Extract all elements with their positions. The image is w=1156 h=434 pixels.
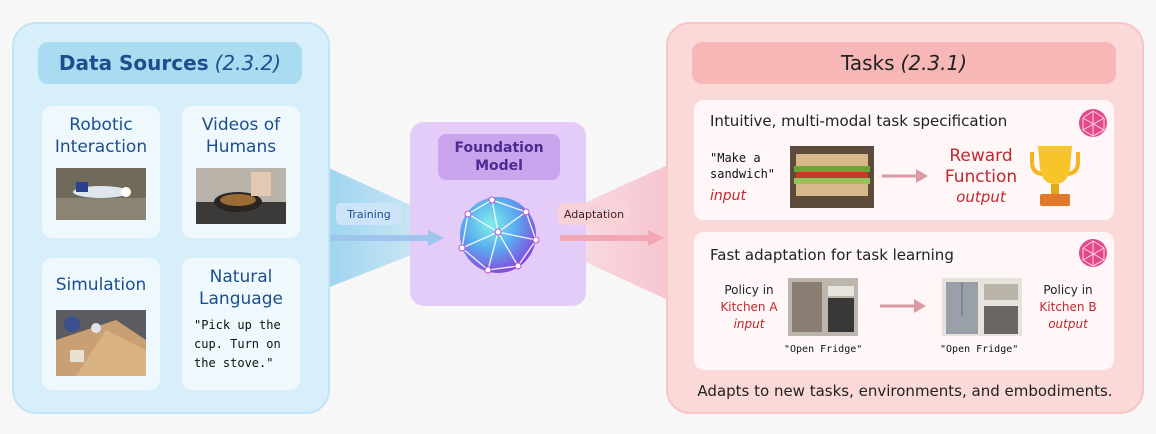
training-arrow-icon	[330, 230, 444, 246]
spec-arrow-icon	[882, 169, 928, 183]
robotic-interaction-card: Robotic Interaction	[42, 106, 160, 238]
task-spec-heading: Intuitive, multi-modal task specificatio…	[710, 112, 1008, 130]
foundation-model-badge-icon	[1079, 109, 1107, 137]
data-sources-title-text: Data Sources	[58, 51, 209, 75]
natural-language-card: Natural Language "Pick up the cup. Turn …	[182, 258, 300, 390]
simulation-card: Simulation	[42, 258, 160, 390]
reward-function-line: Function	[944, 167, 1018, 187]
robot-arm-photo	[56, 168, 146, 220]
foundation-model-title: Foundation Model	[438, 134, 560, 180]
fm-title-line: Foundation	[454, 140, 544, 156]
trophy-icon	[1030, 146, 1080, 206]
fm-title-line: Model	[475, 158, 523, 174]
training-label: Training	[336, 203, 402, 225]
card-title-line: Humans	[205, 137, 277, 157]
card-title-line: Simulation	[55, 275, 147, 295]
task-spec-card: Intuitive, multi-modal task specificatio…	[694, 100, 1114, 220]
adapt-input-label: input	[733, 317, 765, 331]
language-quote-line: cup. Turn on	[194, 337, 281, 351]
kitchen-a-caption: "Open Fridge"	[784, 344, 863, 355]
tasks-title: Tasks (2.3.1)	[692, 42, 1116, 84]
foundation-model-badge-icon	[1079, 239, 1107, 267]
tasks-title-text: Tasks	[840, 51, 895, 75]
reward-function-line: Reward	[949, 146, 1013, 166]
kitchen-b-label: Kitchen B	[1039, 300, 1097, 314]
task-adaptation-heading: Fast adaptation for task learning	[710, 246, 954, 264]
card-title-line: Natural	[209, 267, 273, 287]
adapt-arrow-icon	[880, 299, 926, 313]
cooking-photo	[196, 168, 286, 224]
tasks-section-ref: (2.3.1)	[900, 51, 968, 75]
kitchen-a-label: Kitchen A	[720, 300, 778, 314]
language-quote-line: "Pick up the	[194, 318, 281, 332]
kitchen-b-caption: "Open Fridge"	[940, 344, 1019, 355]
policy-kitchen-a-line: Policy in	[724, 283, 774, 297]
tasks-footer: Adapts to new tasks, environments, and e…	[697, 382, 1113, 400]
kitchen-b-photo	[942, 278, 1022, 336]
adaptation-arrow-icon	[560, 230, 664, 246]
training-beam	[322, 165, 470, 290]
card-title-line: Robotic	[69, 115, 133, 135]
videos-of-humans-card: Videos of Humans	[182, 106, 300, 238]
adapt-output-label: output	[1048, 317, 1088, 331]
foundation-model-sphere-icon	[458, 196, 540, 274]
card-title-line: Language	[199, 289, 283, 309]
adaptation-beam	[520, 165, 668, 300]
spec-output-label: output	[956, 188, 1006, 206]
data-sources-title: Data Sources (2.3.2)	[38, 42, 302, 84]
data-sources-section-ref: (2.3.2)	[214, 51, 282, 75]
adaptation-label: Adaptation	[558, 203, 630, 225]
policy-kitchen-b-line: Policy in	[1043, 283, 1093, 297]
spec-input-text-line: "Make a	[710, 151, 761, 165]
language-quote-line: the stove."	[194, 356, 274, 370]
card-title-line: Interaction	[54, 137, 148, 157]
sandwich-photo	[790, 146, 874, 208]
spec-input-text-line: sandwich"	[710, 167, 776, 181]
kitchen-a-photo	[788, 278, 858, 336]
simulation-render	[56, 310, 146, 376]
spec-input-label: input	[710, 188, 747, 204]
task-adaptation-card: Fast adaptation for task learning Policy…	[694, 232, 1114, 370]
card-title-line: Videos of	[201, 115, 281, 135]
